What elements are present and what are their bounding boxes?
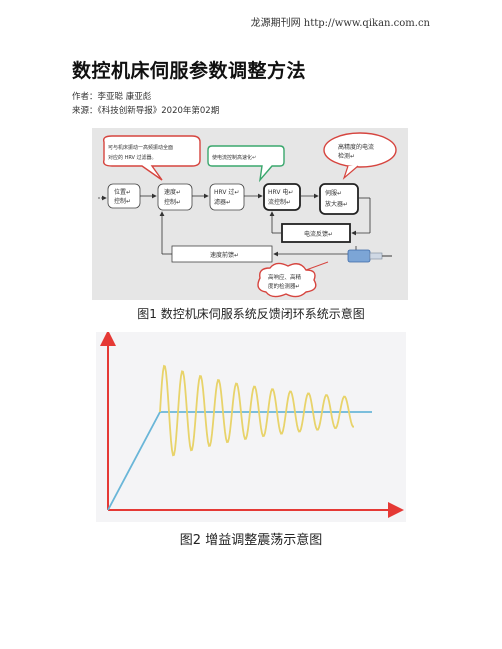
figure-1-block-diagram: 可与机床振动一高频振动全面 对应的 HRV 过滤器。 使电流控制高速化↵ 高精度… [92, 128, 408, 300]
block-hrv-filter [209, 183, 245, 211]
block-position-line1: 位置↵ [114, 188, 131, 196]
block-speed-line1: 速度↵ [164, 188, 181, 196]
figure-2-caption: 图2 增益调整震荡示意图 [179, 533, 323, 548]
block-amplifier-line2: 放大器↵ [325, 200, 348, 208]
block-speed-feedback-text: 速度前馈↵ [210, 251, 239, 259]
block-hrv-filter-line2: 滤器↵ [214, 198, 231, 206]
callout-bottom-line1: 高响应、高精 [268, 273, 302, 281]
article-source: 来源：《科技创新导报》2020年第02期 [72, 106, 220, 116]
motor-icon [347, 246, 392, 263]
callout-left-line2: 对应的 HRV 过滤器。 [108, 154, 157, 161]
callout-left-line1: 可与机床振动一高频振动全面 [108, 144, 173, 151]
block-amplifier-line1: 伺服↵ [325, 189, 342, 197]
block-position-line2: 控制↵ [114, 197, 131, 205]
callout-right-line1: 高精度的电流 [338, 143, 374, 151]
callout-right-line2: 检测↵ [338, 152, 355, 160]
figure-1-caption: 图1 数控机床伺服系统反馈闭环系统示意图 [137, 307, 365, 321]
site-header: 龙源期刊网 http://www.qikan.com.cn [250, 18, 430, 29]
ramp-line [107, 411, 372, 511]
callout-left [102, 135, 201, 181]
figure-2-oscillation-diagram [96, 330, 406, 522]
block-speed-line2: 控制↵ [164, 198, 181, 206]
block-hrv-filter-line1: HRV 过↵ [214, 188, 239, 196]
block-current-feedback-text: 电流反馈↵ [304, 230, 333, 238]
block-hrv-current-line1: HRV 电↵ [268, 188, 293, 196]
block-hrv-current-line2: 流控制↵ [268, 198, 291, 206]
callout-bottom-line2: 度的检测器↵ [268, 282, 300, 290]
block-servo-amplifier [319, 183, 359, 215]
article-authors: 作者：李亚聪 康亚彪 [72, 92, 152, 102]
callout-bottom [257, 262, 317, 298]
callout-middle-text: 使电流控制高速化↵ [212, 154, 256, 161]
figure-2-svg [100, 330, 404, 518]
callout-middle [207, 145, 285, 183]
figure-1-svg: 可与机床振动一高频振动全面 对应的 HRV 过滤器。 使电流控制高速化↵ 高精度… [98, 132, 397, 298]
block-speed-control [157, 183, 193, 211]
callout-right [323, 132, 397, 168]
oscillation-curve [159, 364, 354, 457]
article-title: 数控机床伺服参数调整方法 [72, 60, 307, 82]
block-hrv-current-control [263, 183, 301, 211]
